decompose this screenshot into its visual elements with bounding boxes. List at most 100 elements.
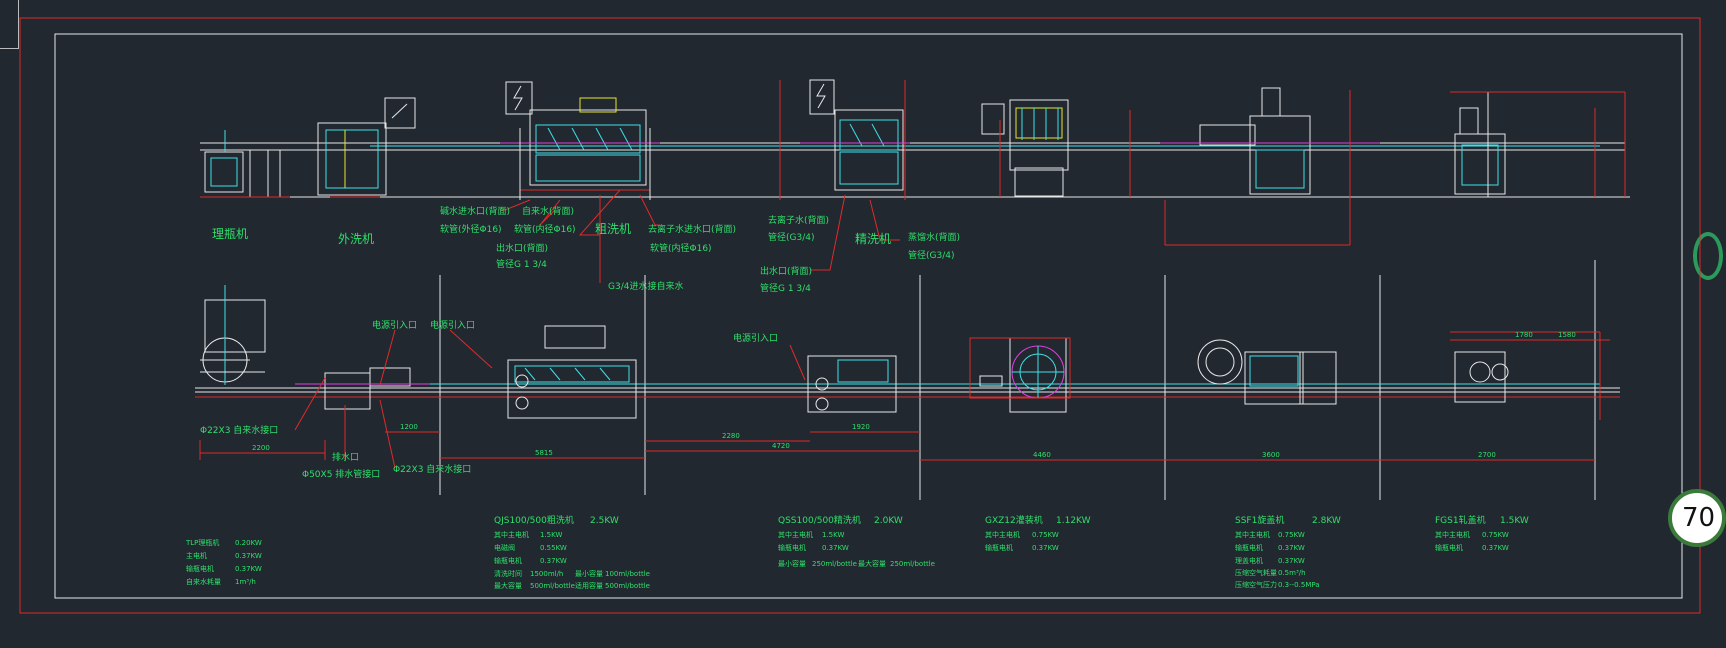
note-power-1: 电源引入口 — [372, 319, 417, 331]
svg-text:FGS1轧盖机: FGS1轧盖机 — [1435, 514, 1486, 526]
note-alkaline-inlet: 碱水进水口(背面) — [440, 205, 510, 217]
svg-text:0.37KW: 0.37KW — [235, 565, 262, 573]
machine-name-outer-washer: 外洗机 — [338, 232, 374, 246]
note-pipe-2: 管径G 1 3/4 — [760, 282, 811, 294]
svg-text:500ml/bottle: 500ml/bottle — [605, 582, 650, 590]
svg-text:输瓶电机: 输瓶电机 — [985, 543, 1013, 552]
machine-name-rough-washer: 粗洗机 — [595, 222, 631, 236]
dim-label-4: 2280 — [722, 432, 740, 440]
svg-text:最小容量: 最小容量 — [778, 559, 806, 568]
note-power-2: 电源引入口 — [430, 319, 475, 331]
outer-washer-elevation — [317, 97, 416, 198]
svg-text:2.8KW: 2.8KW — [1312, 516, 1341, 526]
svg-text:其中主电机: 其中主电机 — [494, 530, 529, 539]
note-pipe-g34-1: 管径(G3/4) — [768, 231, 814, 243]
dim-label-5: 4720 — [772, 442, 790, 450]
svg-text:输瓶电机: 输瓶电机 — [778, 543, 806, 552]
dim-label-9: 2700 — [1478, 451, 1496, 459]
svg-text:1500ml/h: 1500ml/h — [530, 570, 563, 578]
inner-border — [54, 33, 1683, 599]
svg-text:0.3--0.5MPa: 0.3--0.5MPa — [1278, 581, 1320, 589]
note-drain: 排水口 — [332, 451, 359, 463]
svg-text:1.5KW: 1.5KW — [822, 531, 844, 539]
svg-text:电磁阀: 电磁阀 — [494, 543, 515, 552]
fine-washer-plan — [807, 355, 897, 413]
unscrambler-plan — [200, 285, 266, 385]
dim-label-10: 1780 — [1515, 331, 1533, 339]
note-deionized-water: 去离子水(背面) — [768, 214, 829, 226]
svg-text:250ml/bottle: 250ml/bottle — [890, 560, 935, 568]
filler-plan — [969, 337, 1071, 413]
svg-text:0.5m³/h: 0.5m³/h — [1278, 569, 1306, 577]
svg-text:0.37KW: 0.37KW — [1032, 544, 1059, 552]
svg-text:2.0KW: 2.0KW — [874, 516, 903, 526]
page-number-badge: 70 — [1668, 489, 1726, 547]
svg-text:TLP理瓶机: TLP理瓶机 — [185, 538, 219, 547]
machine-name-unscrambler: 理瓶机 — [212, 227, 248, 241]
svg-text:0.75KW: 0.75KW — [1482, 531, 1509, 539]
spec-table-ssf: SSF1旋盖机 2.8KW 其中主电机 0.75KW 输瓶电机 0.37KW 理… — [1235, 514, 1341, 589]
svg-text:输瓶电机: 输瓶电机 — [186, 564, 214, 573]
dim-label-8: 3600 — [1262, 451, 1280, 459]
note-tapwater-in-2: Φ22X3 自来水接口 — [393, 463, 471, 475]
svg-text:0.37KW: 0.37KW — [540, 557, 567, 565]
svg-text:自来水耗量: 自来水耗量 — [186, 577, 221, 586]
section-lines — [439, 260, 1596, 500]
svg-text:0.37KW: 0.37KW — [822, 544, 849, 552]
dim-label-2: 1200 — [400, 423, 418, 431]
svg-text:500ml/bottle: 500ml/bottle — [530, 582, 575, 590]
svg-text:输瓶电机: 输瓶电机 — [1235, 543, 1263, 552]
dim-label-11: 1580 — [1558, 331, 1576, 339]
rough-washer-plan — [507, 325, 637, 419]
dim-label-6: 1920 — [852, 423, 870, 431]
svg-text:其中主电机: 其中主电机 — [1435, 530, 1470, 539]
rough-washer-elevation — [500, 81, 660, 200]
outer-washer-plan — [295, 367, 430, 410]
svg-text:0.37KW: 0.37KW — [1278, 557, 1305, 565]
note-hose-2: 软管(内径Φ16) — [514, 223, 576, 235]
svg-text:0.37KW: 0.37KW — [1278, 544, 1305, 552]
svg-text:理盖电机: 理盖电机 — [1235, 556, 1263, 565]
spec-table-tlp: TLP理瓶机 0.20KW 主电机 0.37KW 输瓶电机 0.37KW 自来水… — [185, 538, 262, 586]
note-distilled: 蒸馏水(背面) — [908, 231, 960, 243]
outer-border — [19, 17, 1701, 614]
note-drain-pipe: Φ50X5 排水管接口 — [302, 468, 380, 480]
svg-text:1m³/h: 1m³/h — [235, 578, 256, 586]
crimper-plan — [1450, 331, 1601, 420]
svg-text:2.5KW: 2.5KW — [590, 516, 619, 526]
svg-text:压缩空气耗量: 压缩空气耗量 — [1235, 568, 1277, 577]
svg-text:0.20KW: 0.20KW — [235, 539, 262, 547]
note-outlet-1: 出水口(背面) — [496, 242, 548, 254]
note-tapwater-in: Φ22X3 自来水接口 — [200, 424, 278, 436]
crimper-elevation — [1450, 91, 1626, 197]
note-hose-1: 软管(外径Φ16) — [440, 223, 502, 235]
svg-text:0.37KW: 0.37KW — [1482, 544, 1509, 552]
note-tapwater: 自来水(背面) — [522, 205, 574, 217]
svg-text:SSF1旋盖机: SSF1旋盖机 — [1235, 514, 1284, 526]
svg-text:1.12KW: 1.12KW — [1056, 516, 1091, 526]
note-deionized-inlet: 去离子水进水口(背面) — [648, 223, 736, 235]
svg-text:最大容量: 最大容量 — [494, 581, 522, 590]
unscrambler-elevation — [200, 130, 290, 198]
svg-text:100ml/bottle: 100ml/bottle — [605, 570, 650, 578]
svg-text:其中主电机: 其中主电机 — [985, 530, 1020, 539]
side-scroll-ring[interactable] — [1693, 232, 1723, 280]
svg-text:0.75KW: 0.75KW — [1032, 531, 1059, 539]
dim-label-3: 5815 — [535, 449, 553, 457]
window-tab-corner — [0, 0, 19, 49]
capper-elevation — [1160, 87, 1380, 246]
svg-text:0.75KW: 0.75KW — [1278, 531, 1305, 539]
svg-text:1.5KW: 1.5KW — [1500, 516, 1529, 526]
svg-text:主电机: 主电机 — [186, 551, 207, 560]
spec-table-fgs: FGS1轧盖机 1.5KW 其中主电机 0.75KW 输瓶电机 0.37KW — [1435, 514, 1529, 552]
svg-text:QSS100/500精洗机: QSS100/500精洗机 — [778, 514, 861, 526]
svg-text:输瓶电机: 输瓶电机 — [494, 556, 522, 565]
svg-text:压缩空气压力: 压缩空气压力 — [1235, 580, 1277, 589]
dim-label-7: 4460 — [1033, 451, 1051, 459]
spec-table-gxz: GXZ12灌装机 1.12KW 其中主电机 0.75KW 输瓶电机 0.37KW — [985, 514, 1091, 552]
dimension-lines — [199, 339, 1610, 461]
svg-text:0.37KW: 0.37KW — [235, 552, 262, 560]
note-pipe-1: 管径G 1 3/4 — [496, 258, 547, 270]
top-leader-lines — [500, 189, 900, 283]
